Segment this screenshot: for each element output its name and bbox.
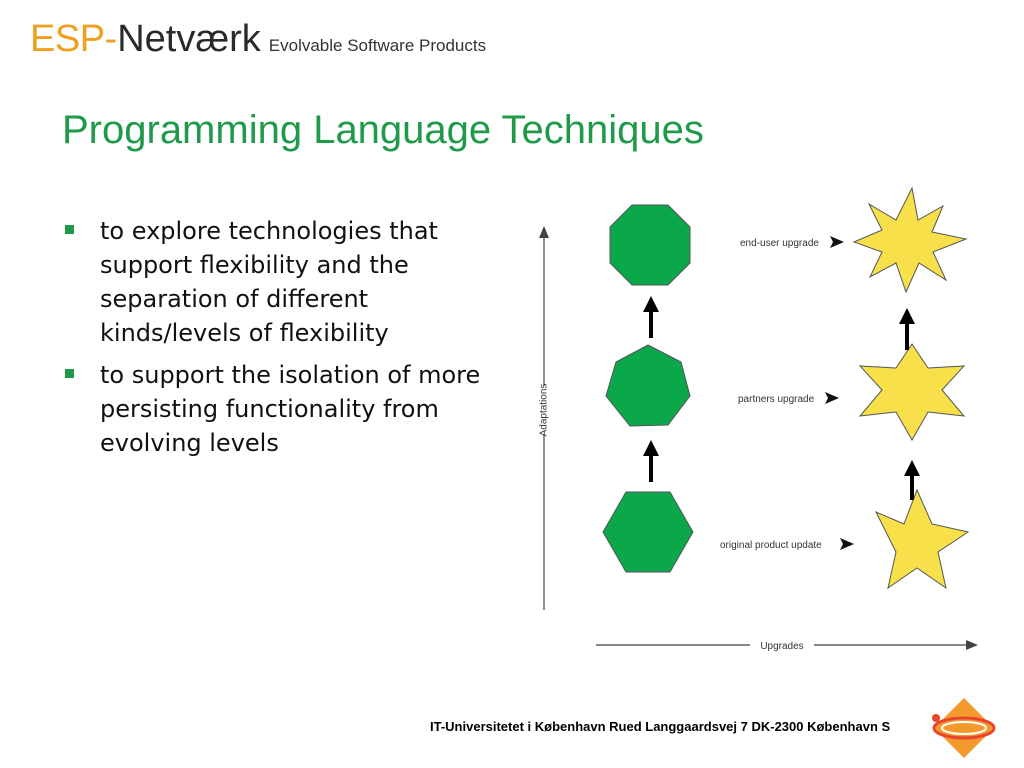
star-6-point-shape — [858, 343, 966, 442]
footer-address: IT-Universitetet i København Rued Langga… — [430, 719, 891, 734]
stage-label-text: end-user upgrade — [740, 238, 819, 249]
stage-label-text: original product update — [720, 540, 822, 551]
bullet-text: to explore technologies that support fle… — [100, 217, 438, 347]
bullet-square-icon — [65, 369, 74, 378]
upgrade-diagram: Adaptations Upgrades end-user upgrade pa… — [539, 186, 978, 652]
logo-dash-text: - — [104, 18, 118, 60]
stage-label-original: original product update — [720, 538, 854, 551]
itu-logo-icon — [932, 698, 996, 758]
y-axis: Adaptations — [539, 226, 550, 610]
esp-logo: ESP-Netværk Evolvable Software Products — [30, 18, 486, 62]
y-axis-arrow-icon — [539, 226, 549, 238]
octagon-shape — [609, 204, 691, 286]
bullet-text: to support the isolation of more persist… — [100, 361, 481, 457]
stage-label-end-user: end-user upgrade — [740, 236, 844, 249]
bullet-square-icon — [65, 225, 74, 234]
up-arrow-icon — [904, 460, 920, 500]
x-axis: Upgrades — [596, 640, 978, 652]
bullet-item: to explore technologies that support fle… — [62, 214, 514, 350]
stage-arrow-icon — [840, 538, 854, 550]
logo-tagline: Evolvable Software Products — [268, 36, 487, 55]
bullet-item: to support the isolation of more persist… — [62, 358, 514, 460]
stage-label-partners: partners upgrade — [738, 392, 839, 405]
up-arrow-icon — [899, 308, 915, 350]
y-axis-label: Adaptations — [539, 384, 550, 437]
up-arrow-icon — [643, 296, 659, 338]
star-8-point-shape — [852, 186, 968, 294]
slide-title: Programming Language Techniques — [62, 108, 704, 152]
heptagon-shape — [605, 344, 691, 427]
logo-esp-text: ESP — [30, 18, 105, 60]
x-axis-label: Upgrades — [760, 641, 803, 652]
up-arrow-icon — [643, 440, 659, 482]
logo-netvaerk-text: Netværk — [117, 18, 261, 60]
stage-arrow-icon — [830, 236, 844, 248]
x-axis-arrow-icon — [966, 640, 978, 650]
bullet-list: to explore technologies that support fle… — [62, 214, 514, 468]
stage-arrow-icon — [825, 392, 839, 404]
star-5-point-shape — [874, 488, 970, 590]
stage-label-text: partners upgrade — [738, 394, 815, 405]
hexagon-shape — [602, 491, 694, 573]
